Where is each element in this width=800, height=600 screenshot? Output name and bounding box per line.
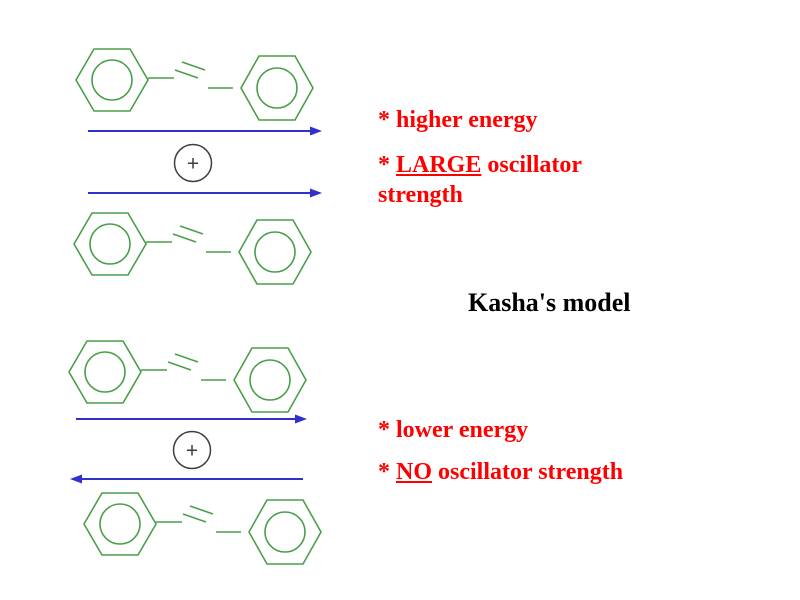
annotation-bullet: * [378, 152, 396, 178]
arrowhead-left-icon [70, 474, 82, 484]
dipole-arrow-right-lower [76, 414, 307, 424]
stilbene-molecule-upper-2 [73, 212, 312, 285]
plus-sign: + [187, 153, 199, 176]
plus-circle-upper: + [173, 143, 213, 183]
annotation-suffix: oscillator strength [432, 459, 624, 485]
plus-circle-lower: + [172, 430, 212, 470]
stilbene-molecule-lower-2 [83, 492, 322, 565]
stilbene-molecule-upper-1 [75, 48, 314, 121]
annotation-underlined-word-large: LARGE [396, 152, 482, 178]
arrowhead-right-icon [310, 188, 322, 198]
plus-sign: + [186, 440, 198, 463]
stilbene-molecule-lower-1 [68, 340, 307, 413]
annotation-large-oscillator-strength: * LARGE oscillator strength [378, 150, 608, 210]
annotation-suffix: oscillator strength [378, 152, 588, 208]
arrowhead-right-icon [310, 126, 322, 136]
dipole-arrow-right-upper-2 [88, 188, 322, 198]
page-title: Kasha's model [468, 288, 631, 317]
dipole-arrow-left-lower [70, 474, 303, 484]
annotation-bullet: * [378, 459, 396, 485]
annotation-higher-energy: * higher energy [378, 107, 538, 133]
annotation-no-oscillator-strength: * NO oscillator strength [378, 457, 778, 487]
annotation-lower-energy: * lower energy [378, 417, 529, 443]
circle-outline-icon [173, 143, 213, 183]
dipole-arrow-right-upper-1 [88, 126, 322, 136]
annotation-underlined-word-no: NO [396, 459, 432, 485]
circle-outline-icon [172, 430, 212, 470]
arrowhead-right-icon [295, 414, 307, 424]
